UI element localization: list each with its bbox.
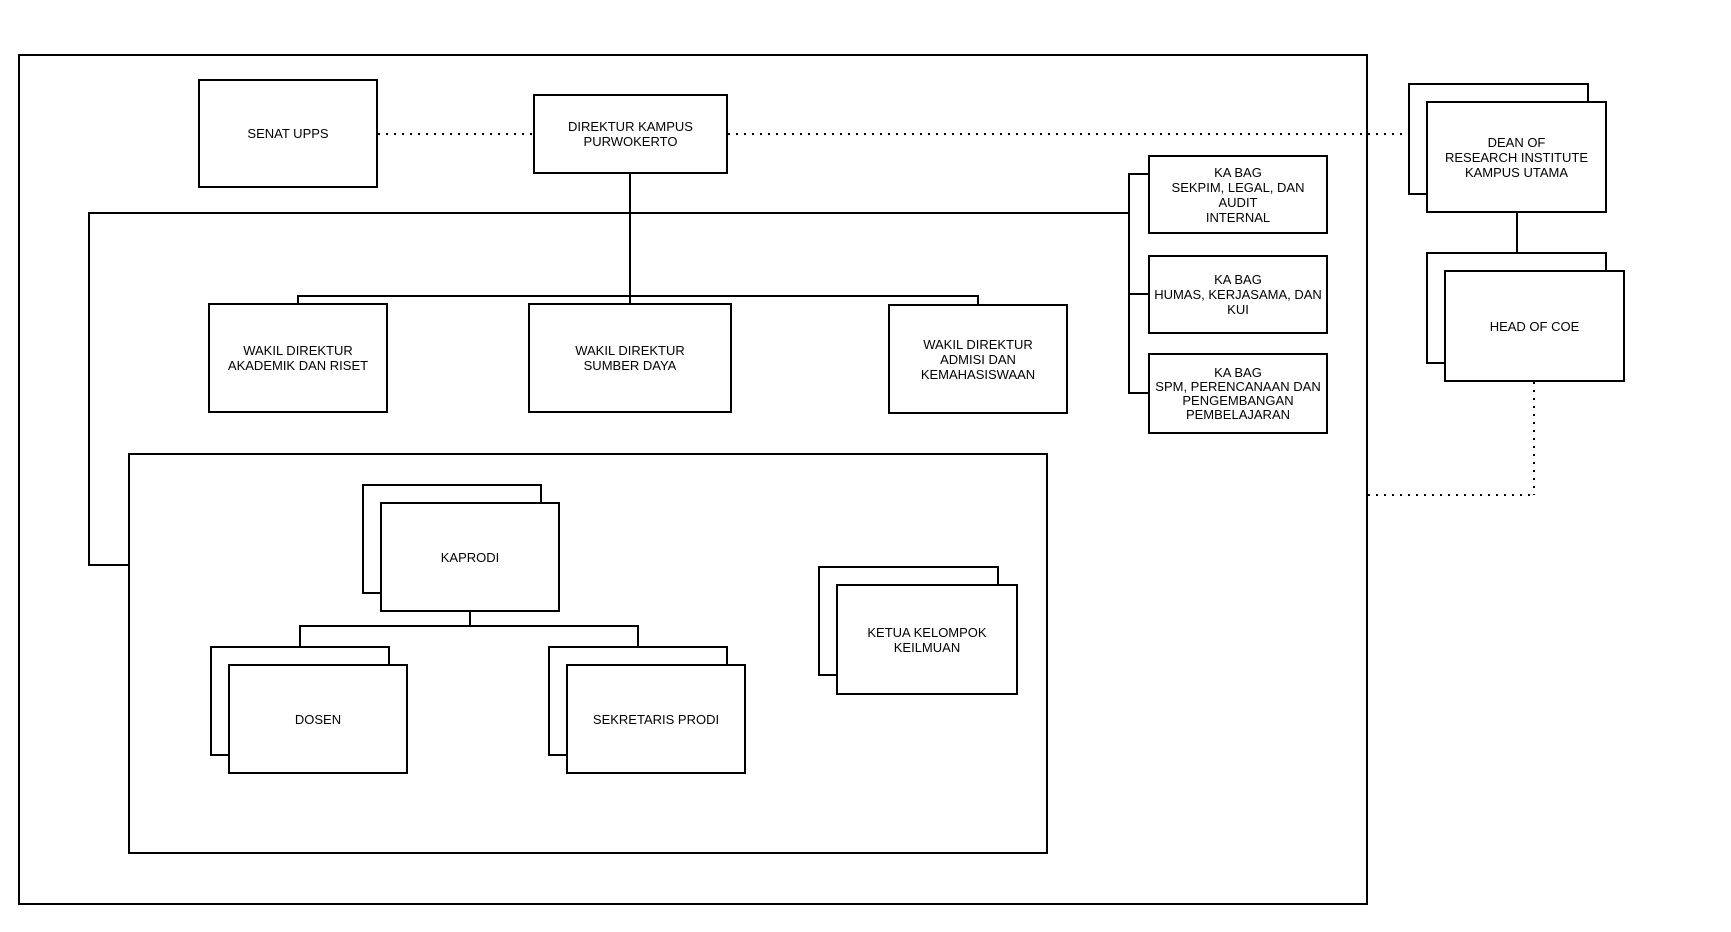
wakil-akademik-node[interactable]: WAKIL DIREKTUR AKADEMIK DAN RISET xyxy=(208,303,388,413)
sekretaris-prodi-node[interactable]: SEKRETARIS PRODI xyxy=(566,664,746,774)
connector-wakil-admisi-drop xyxy=(977,295,979,306)
connector-direktur-down xyxy=(629,174,631,303)
senat-upps-node[interactable]: SENAT UPPS xyxy=(198,79,378,188)
connector-kabag-spine xyxy=(1128,173,1130,394)
direktur-kampus-node[interactable]: DIREKTUR KAMPUS PURWOKERTO xyxy=(533,94,728,174)
dotted-coe-to-frame xyxy=(1368,494,1534,496)
connector-wakil-rake xyxy=(298,295,979,297)
connector-branch-horizontal xyxy=(88,212,1130,214)
wakil-admisi-node[interactable]: WAKIL DIREKTUR ADMISI DAN KEMAHASISWAAN xyxy=(888,304,1068,414)
kabag-humas-node[interactable]: KA BAG HUMAS, KERJASAMA, DAN KUI xyxy=(1148,255,1328,334)
connector-left-vertical xyxy=(88,212,90,566)
kabag-spm-node[interactable]: KA BAG SPM, PERENCANAAN DAN PENGEMBANGAN… xyxy=(1148,353,1328,434)
connector-wakil-akademik-drop xyxy=(297,295,299,305)
connector-kaprodi-rake xyxy=(299,625,639,627)
connector-kabag3-stub xyxy=(1128,392,1149,394)
connector-dean-coe xyxy=(1516,213,1518,254)
connector-dosen-drop xyxy=(299,625,301,648)
head-coe-node[interactable]: HEAD OF COE xyxy=(1444,270,1625,382)
kaprodi-node[interactable]: KAPRODI xyxy=(380,502,560,612)
connector-kaprodi-stub xyxy=(469,612,471,627)
connector-left-to-prodi-frame xyxy=(88,564,129,566)
dean-research-node[interactable]: DEAN OF RESEARCH INSTITUTE KAMPUS UTAMA xyxy=(1426,101,1607,213)
dotted-direktur-dean xyxy=(728,133,1408,135)
dosen-node[interactable]: DOSEN xyxy=(228,664,408,774)
campus-unit-frame[interactable] xyxy=(18,54,1368,905)
dotted-coe-down xyxy=(1533,382,1535,495)
prodi-group-frame[interactable] xyxy=(128,453,1048,854)
connector-kabag2-stub xyxy=(1128,293,1149,295)
kabag-sekpim-node[interactable]: KA BAG SEKPIM, LEGAL, DAN AUDIT INTERNAL xyxy=(1148,155,1328,234)
wakil-sumber-daya-node[interactable]: WAKIL DIREKTUR SUMBER DAYA xyxy=(528,303,732,413)
ketua-kelompok-node[interactable]: KETUA KELOMPOK KEILMUAN xyxy=(836,584,1018,695)
dotted-senat-direktur xyxy=(378,133,533,135)
connector-sekretaris-drop xyxy=(637,625,639,648)
connector-kabag1-stub xyxy=(1128,173,1149,175)
